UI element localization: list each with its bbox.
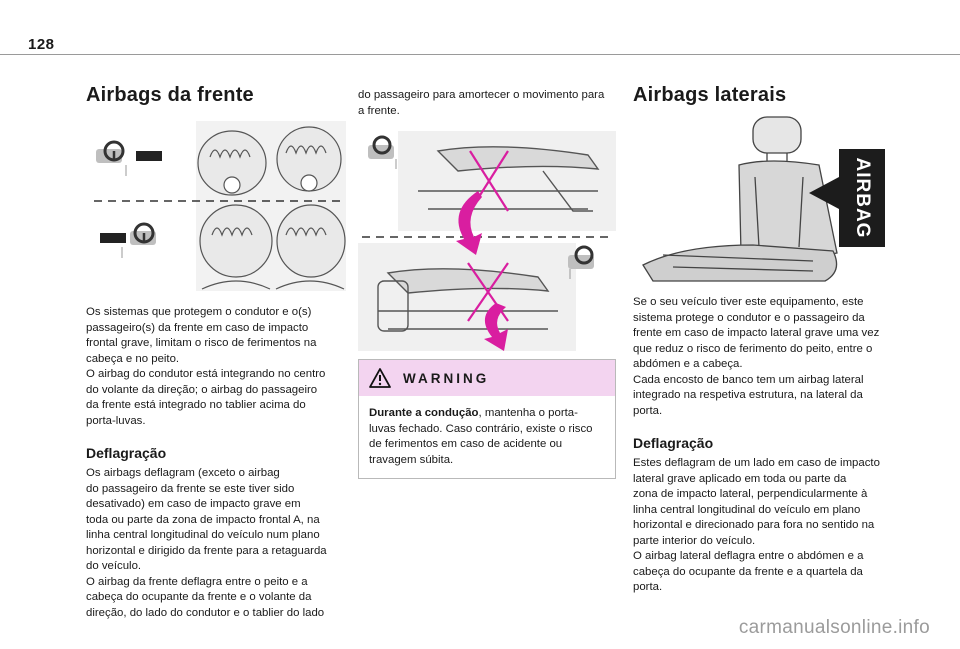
watermark: carmanualsonline.info (738, 617, 930, 638)
side-deploy-subtitle: Deflagração (633, 435, 714, 451)
warning-title: WARNING (403, 370, 490, 386)
airbag-badge-label: AIRBAG (852, 158, 873, 239)
warning-body: Durante a condução, mantenha o porta- lu… (359, 396, 615, 478)
warning-text: , mantenha o porta- luvas fechado. Caso … (369, 407, 593, 466)
front-airbag-illustration (86, 121, 346, 291)
side-deploy-text: Estes deflagram de um lado em caso de im… (633, 457, 880, 593)
passenger-seat-icon (100, 222, 156, 258)
front-airbags-continuation: do passageiro para amortecer o movimento… (358, 89, 605, 117)
front-airbag-diagram (94, 121, 346, 291)
page-number: 128 (28, 36, 55, 53)
side-airbag-illustration: AIRBAG (633, 115, 893, 285)
warning-triangle-icon (369, 368, 391, 388)
glovebox-diagram (358, 131, 616, 351)
left-column: Airbags da frente (86, 68, 346, 621)
seat-drawing (642, 116, 838, 282)
front-deploy-text: Os airbags deflagram (exceto o airbag do… (86, 467, 327, 619)
glovebox-illustration (358, 131, 616, 351)
warning-bold-lead: Durante a condução (369, 407, 479, 419)
front-airbags-intro: Os sistemas que protegem o condutor e o(… (86, 306, 326, 427)
driver-seat-icon (96, 140, 162, 176)
passenger-airbag-icon-bottom (568, 245, 594, 279)
side-airbags-title: Airbags laterais (633, 84, 787, 106)
airbag-pointer (809, 177, 839, 209)
seat-diagram: AIRBAG (642, 116, 885, 282)
middle-column: do passageiro para amortecer o movimento… (358, 68, 616, 479)
front-deploy-subtitle: Deflagração (86, 445, 167, 461)
right-column: Airbags laterais AIRBAG Se o seu veículo… (633, 68, 889, 596)
passenger-airbag-icon-top (368, 135, 397, 169)
front-airbags-title: Airbags da frente (86, 84, 254, 106)
header-rule (0, 54, 960, 55)
side-airbags-intro: Se o seu veículo tiver este equipamento,… (633, 296, 880, 417)
warning-box: WARNING Durante a condução, mantenha o p… (358, 359, 616, 479)
airbag-badge (839, 149, 885, 247)
glovebox-arrow-icon (456, 191, 508, 351)
warning-header: WARNING (359, 360, 615, 396)
